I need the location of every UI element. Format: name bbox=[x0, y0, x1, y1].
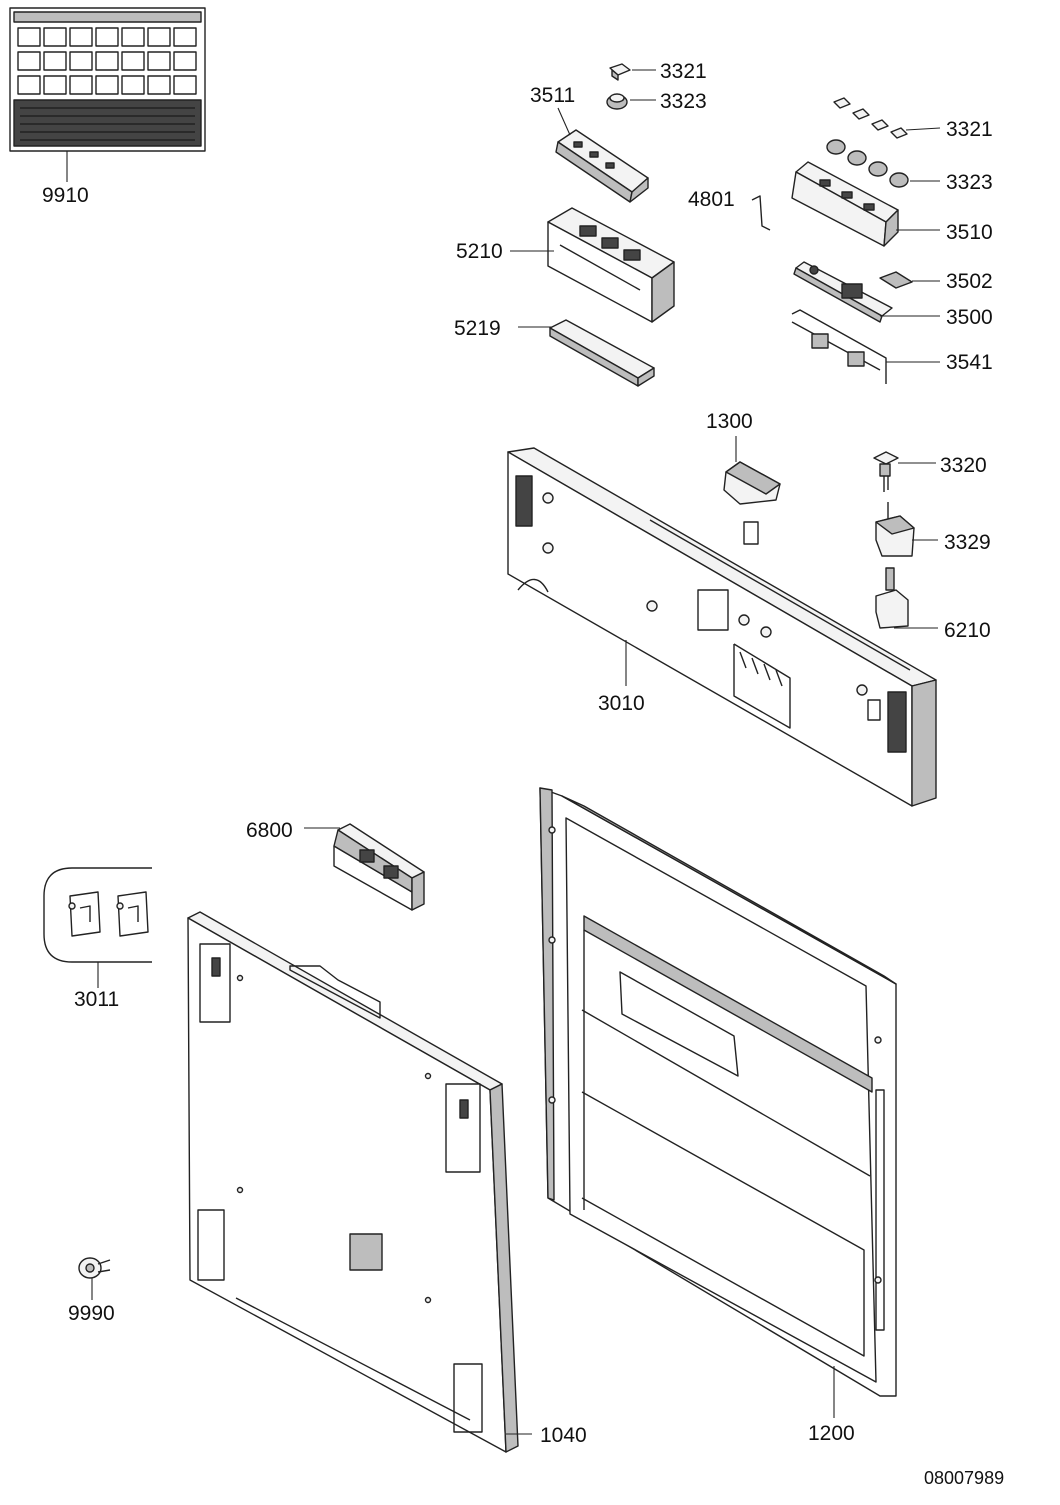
part-9910-instruction-sheet bbox=[9, 7, 206, 152]
part-6210-program-switch bbox=[875, 567, 909, 629]
label-3320: 3320 bbox=[940, 454, 987, 477]
part-3320-selector-knob bbox=[873, 451, 899, 492]
label-3500: 3500 bbox=[946, 306, 993, 329]
label-3510: 3510 bbox=[946, 221, 993, 244]
label-5219: 5219 bbox=[454, 317, 501, 340]
label-3323-right: 3323 bbox=[946, 171, 993, 194]
part-1300-door-lock bbox=[723, 461, 781, 545]
part-3510-control-housing bbox=[791, 161, 899, 247]
part-1200-inner-door bbox=[539, 787, 897, 1397]
part-3329-switch bbox=[875, 502, 915, 557]
part-3511-button-strip bbox=[555, 129, 649, 203]
part-3502-label-pad bbox=[879, 271, 913, 289]
label-1200: 1200 bbox=[808, 1422, 855, 1445]
part-3321-button-caps-set bbox=[833, 97, 908, 139]
part-9990-plug bbox=[78, 1257, 111, 1279]
label-3329: 3329 bbox=[944, 531, 991, 554]
label-1040: 1040 bbox=[540, 1424, 587, 1447]
label-9990: 9990 bbox=[68, 1302, 115, 1325]
part-1040-outer-door-panel bbox=[187, 911, 519, 1453]
part-3321-button-cap bbox=[609, 63, 631, 81]
part-3011-mounting-brackets bbox=[43, 867, 152, 963]
label-3511: 3511 bbox=[530, 84, 575, 107]
part-5210-electronic-module bbox=[547, 207, 675, 323]
part-6800-detergent-dispenser bbox=[333, 823, 425, 911]
label-4801: 4801 bbox=[688, 188, 735, 211]
label-9910: 9910 bbox=[42, 184, 89, 207]
part-3323-knob bbox=[606, 93, 628, 110]
label-1300: 1300 bbox=[706, 410, 753, 433]
part-3541-button-bracket bbox=[791, 309, 887, 384]
label-3010: 3010 bbox=[598, 692, 645, 715]
label-3011: 3011 bbox=[74, 988, 119, 1011]
part-3010-control-panel bbox=[507, 447, 937, 807]
label-3502: 3502 bbox=[946, 270, 993, 293]
part-4801-clip bbox=[751, 195, 771, 231]
label-6800: 6800 bbox=[246, 819, 293, 842]
label-3323-top: 3323 bbox=[660, 90, 707, 113]
document-id: 08007989 bbox=[924, 1468, 1004, 1488]
label-3321-right: 3321 bbox=[946, 118, 993, 141]
part-5219-support-strip bbox=[549, 319, 655, 387]
part-3500-circuit-board bbox=[793, 261, 893, 323]
label-3541: 3541 bbox=[946, 351, 993, 374]
label-3321-top: 3321 bbox=[660, 60, 707, 83]
label-5210: 5210 bbox=[456, 240, 503, 263]
label-6210: 6210 bbox=[944, 619, 991, 642]
part-3323-knobs-set bbox=[826, 139, 909, 188]
